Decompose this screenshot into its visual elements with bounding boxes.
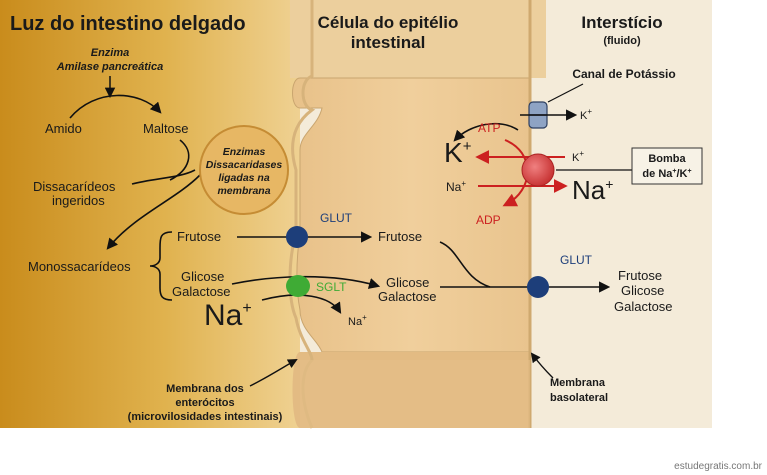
- cell-title-line1: Célula do epitélio: [318, 13, 459, 32]
- basolateral-pointer: [530, 352, 554, 379]
- interstitium-subtitle: (fluido): [603, 35, 641, 47]
- interstitium-glicose: Glicose: [621, 283, 664, 298]
- cell-na-small: Na+: [348, 313, 367, 328]
- sglt-label: SGLT: [316, 280, 347, 294]
- cell-frutose-label: Frutose: [378, 229, 422, 244]
- maltose-label: Maltose: [143, 121, 189, 136]
- membrane-pointer: [249, 359, 298, 387]
- pump-label-line1: Bomba: [648, 153, 686, 165]
- maltose-to-enzyme-curve: [169, 139, 190, 181]
- adp-label: ADP: [476, 213, 501, 227]
- cell-k-big: K+: [444, 137, 472, 168]
- amido-label: Amido: [45, 121, 82, 136]
- cell-top-band: [290, 0, 546, 78]
- cell-galactose-label: Galactose: [378, 289, 437, 304]
- dissac-label-1: Dissacarídeos: [33, 179, 116, 194]
- enzymes-circle-line1: Enzimas: [223, 146, 266, 158]
- lumen-glicose-label: Glicose: [181, 269, 224, 284]
- cell-title-line2: intestinal: [351, 33, 426, 52]
- pump-label-line2: de Na+/K+: [642, 168, 691, 180]
- channel-label-pointer: [547, 83, 584, 103]
- watermark: estudegratis.com.br: [674, 461, 762, 472]
- cell-glicose-label: Glicose: [386, 275, 429, 290]
- lumen-title: Luz do intestino delgado: [10, 13, 246, 35]
- glut-basal-transporter: [527, 276, 549, 298]
- pump-label-box: [631, 147, 703, 185]
- channel-label: Canal de Potássio: [572, 67, 675, 81]
- dissac-label-2: ingeridos: [52, 193, 105, 208]
- monossac-brace: [149, 231, 173, 301]
- glut-apical-label: GLUT: [320, 211, 353, 225]
- enzyme-label-1: Enzima: [91, 47, 130, 59]
- bottom-band: [300, 360, 530, 428]
- enzyme-label-2: Amilase pancreática: [56, 61, 163, 73]
- enzymes-circle: [199, 125, 289, 215]
- interstitium-k-in: K+: [572, 149, 584, 164]
- basolateral-label-2: basolateral: [550, 392, 608, 404]
- na-arrow-sglt: [261, 294, 342, 314]
- interstitium-galactose: Galactose: [614, 299, 673, 314]
- glut-apical-transporter: [286, 226, 308, 248]
- k-recycle-arrow: [453, 122, 519, 142]
- cell-na-pump: Na+: [446, 179, 466, 194]
- glut-basal-label: GLUT: [560, 253, 593, 267]
- dissac-connector: [131, 169, 196, 185]
- to-monossac-arrow: [106, 174, 201, 250]
- channel-k-out: K+: [580, 107, 592, 122]
- atp-label: ATP: [478, 121, 500, 135]
- frutose-to-basal-curve: [439, 241, 491, 288]
- enzymes-circle-line2: Dissacaridases: [206, 159, 283, 171]
- membrane-label-3: (microvilosidades intestinais): [128, 411, 283, 423]
- amido-to-maltose-arrow: [69, 94, 162, 119]
- sglt-transporter: [286, 275, 310, 297]
- interstitium-na-big: Na+: [572, 175, 613, 205]
- monossac-label: Monossacarídeos: [28, 259, 131, 274]
- membrane-label-2: enterócitos: [175, 397, 234, 409]
- basolateral-label-1: Membrana: [550, 377, 606, 389]
- membrane-label-1: Membrana dos: [166, 383, 244, 395]
- interstitium-title: Interstício: [581, 13, 662, 32]
- enzymes-circle-line3: ligadas na: [218, 172, 270, 184]
- enzymes-circle-line4: membrana: [217, 185, 270, 197]
- interstitium-frutose: Frutose: [618, 268, 662, 283]
- lumen-frutose-label: Frutose: [177, 229, 221, 244]
- lumen-na-big: Na+: [204, 299, 252, 332]
- lumen-galactose-label: Galactose: [172, 284, 231, 299]
- na-k-pump: [521, 153, 555, 187]
